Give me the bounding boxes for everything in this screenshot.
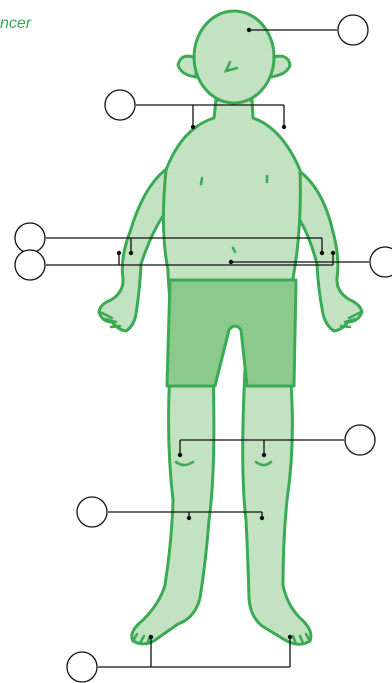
left-nipple: [201, 178, 202, 184]
torso: [163, 100, 300, 300]
callout-circle-elbows: [15, 223, 45, 253]
leader-dot: [149, 635, 153, 639]
left-leg: [132, 370, 214, 644]
leader-dot: [282, 125, 286, 129]
leader-dot: [320, 251, 324, 255]
leader-dot: [288, 635, 292, 639]
shorts: [167, 280, 296, 386]
right-leg: [243, 370, 311, 644]
leader-dot: [178, 453, 182, 457]
human-figure: [99, 11, 362, 644]
leader-dot: [129, 251, 133, 255]
callout-circle-navel: [370, 247, 392, 277]
left-arm: [99, 170, 172, 331]
callout-circle-feet: [67, 652, 97, 682]
callout-circle-knees: [345, 425, 375, 455]
leader-dot: [247, 28, 251, 32]
leader-dot: [331, 251, 335, 255]
leader-dot: [117, 251, 121, 255]
callout-feet: [67, 635, 292, 682]
leader-dot: [229, 260, 233, 264]
leader-dot: [187, 516, 191, 520]
callout-circle-shins: [77, 497, 107, 527]
callout-circle-head: [338, 15, 368, 45]
leader-dot: [260, 516, 264, 520]
callout-circle-hands: [15, 250, 45, 280]
callout-circle-shoulders: [105, 90, 135, 120]
leader-dot: [262, 453, 266, 457]
leader-dot: [191, 125, 195, 129]
head: [194, 11, 274, 103]
